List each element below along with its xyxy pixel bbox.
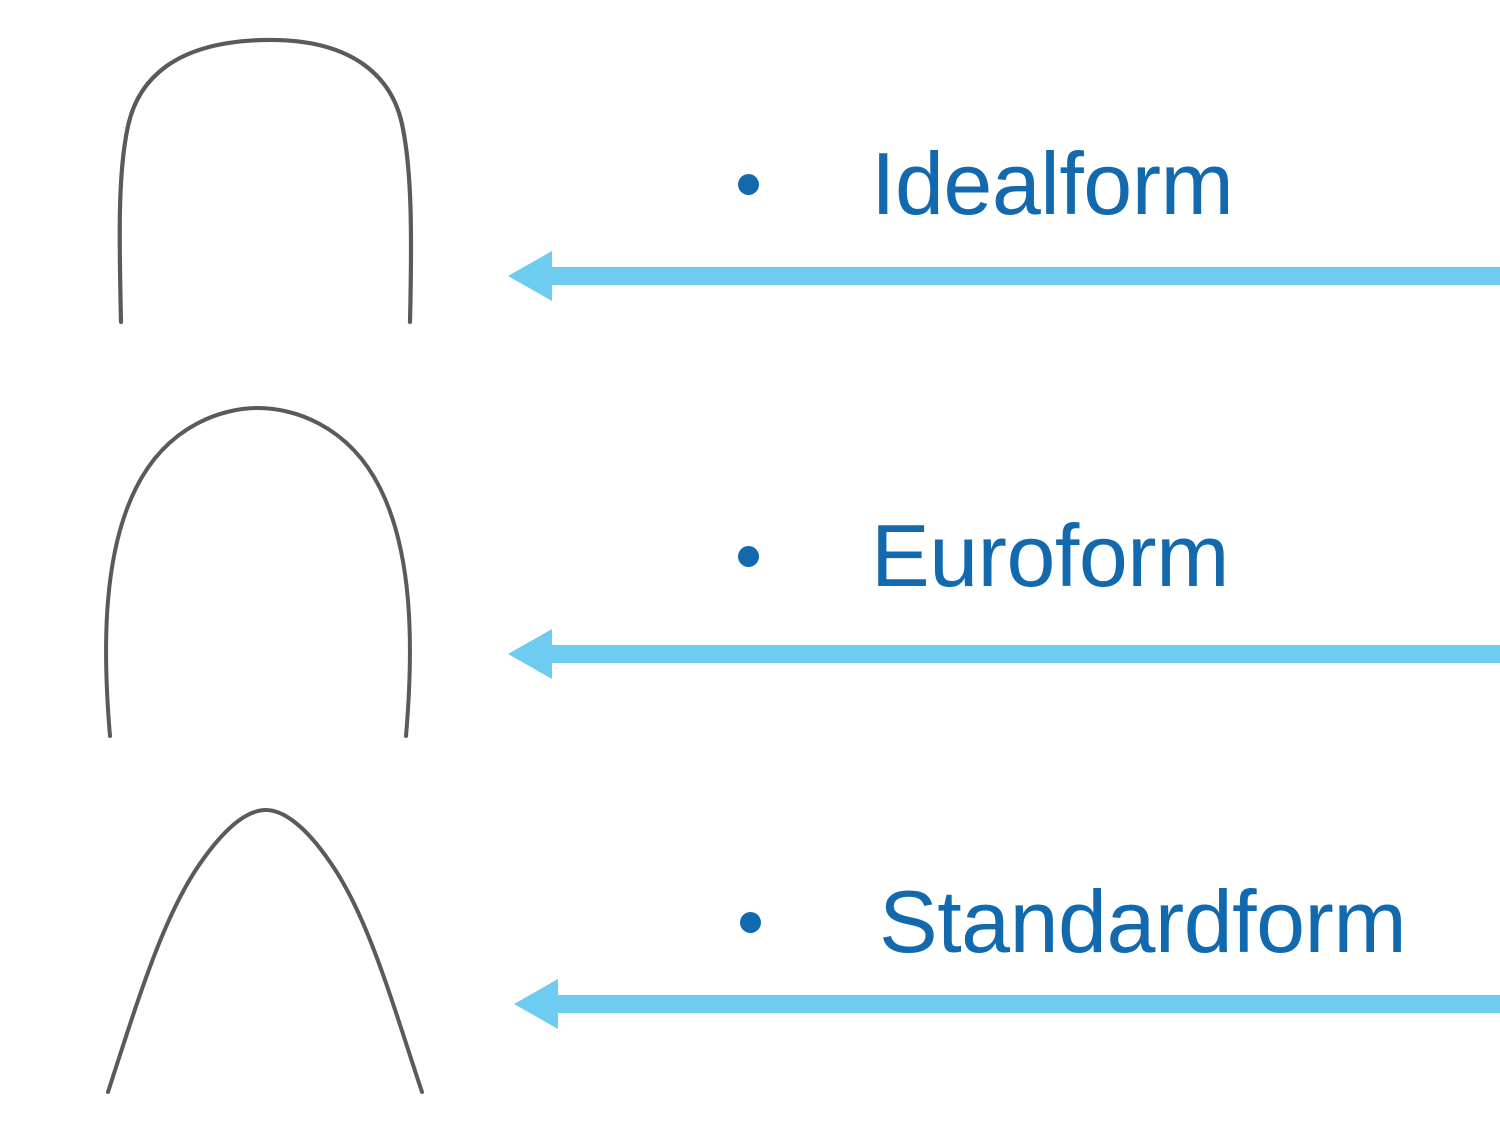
standardform-archwire bbox=[106, 807, 424, 1094]
arrow-euroform bbox=[508, 628, 1500, 680]
list-item-idealform: Idealform bbox=[738, 134, 1234, 233]
arrow-idealform bbox=[508, 250, 1500, 302]
list-item-label: Euroform bbox=[871, 506, 1229, 605]
euroform-archwire bbox=[104, 405, 412, 738]
idealform-archwire bbox=[117, 37, 414, 325]
list-item-standardform: Standardform bbox=[740, 872, 1407, 971]
list-item-label: Idealform bbox=[871, 134, 1234, 233]
bullet-point-icon bbox=[738, 545, 759, 567]
bullet-point-icon bbox=[740, 911, 761, 933]
list-item-label: Standardform bbox=[879, 872, 1407, 971]
list-item-euroform: Euroform bbox=[738, 512, 1229, 600]
arrow-standardform bbox=[514, 978, 1500, 1030]
bullet-point-icon bbox=[738, 173, 759, 195]
